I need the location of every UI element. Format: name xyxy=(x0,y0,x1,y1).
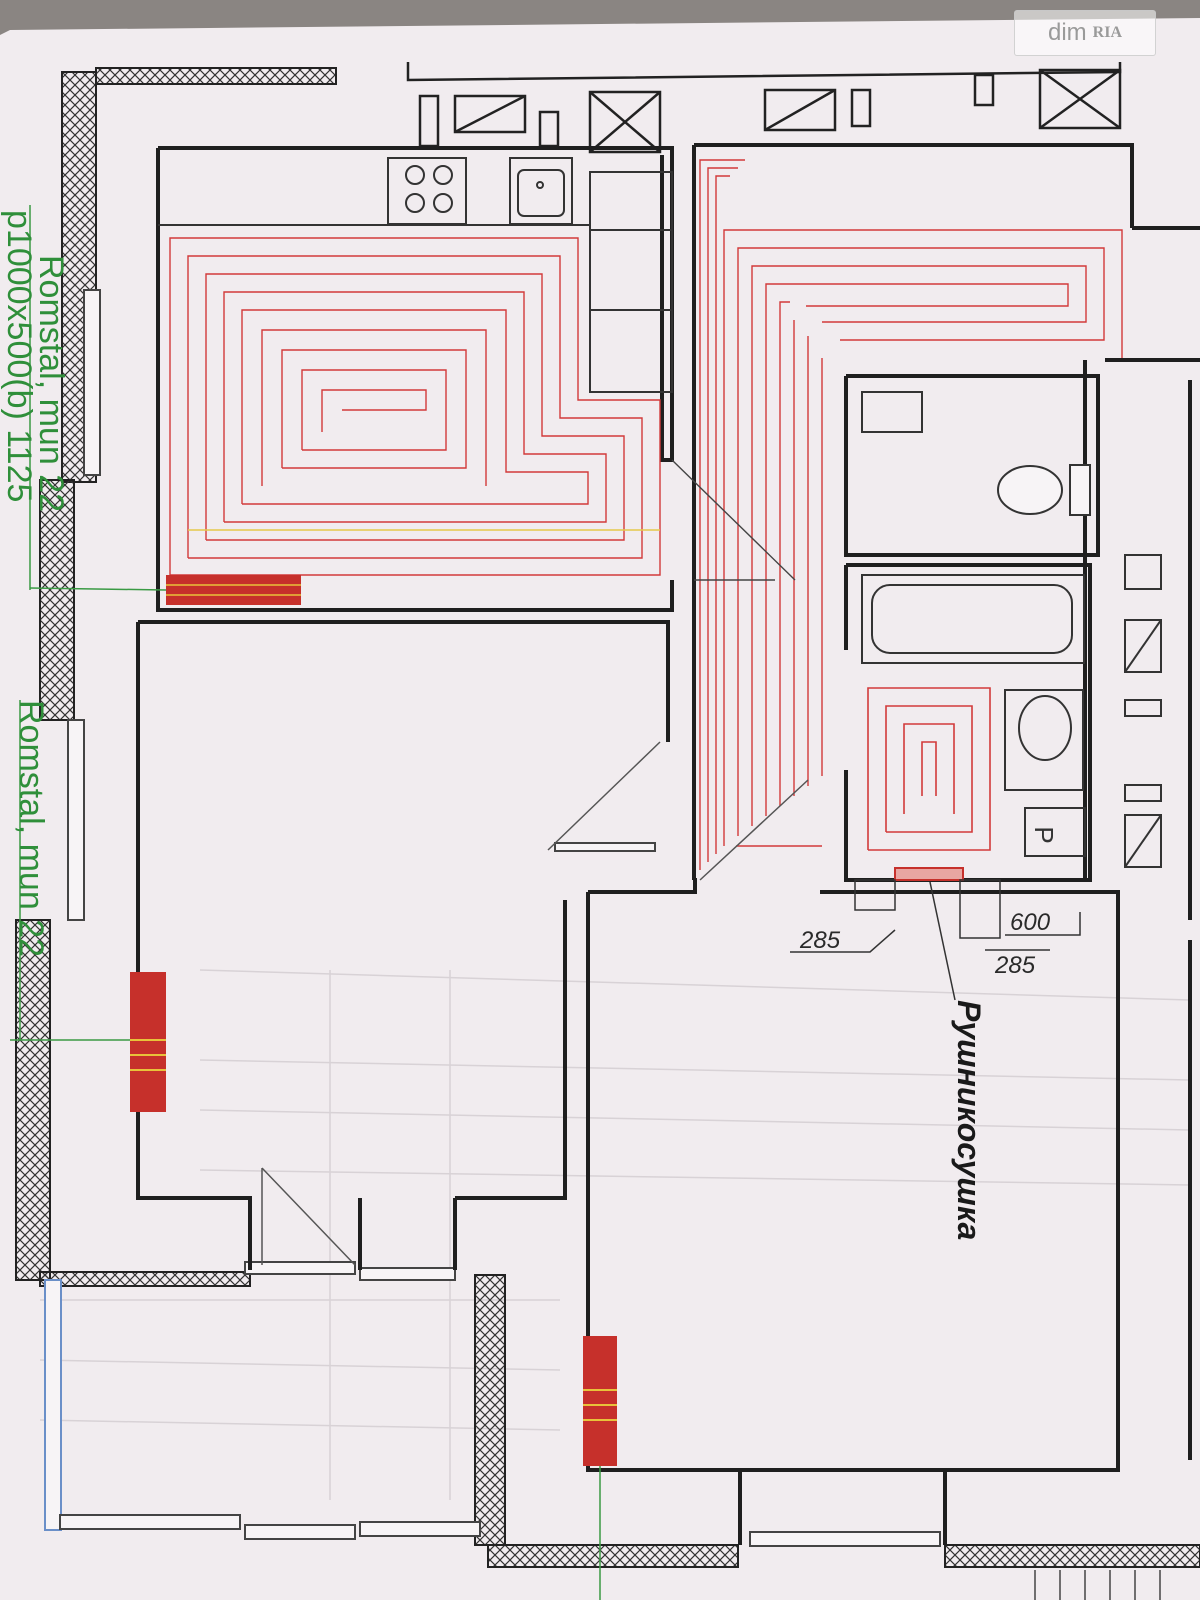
towel-warmer-leader xyxy=(929,881,956,1001)
radiator-label-upper: Romstal, mun 22 xyxy=(32,255,70,512)
faded-table xyxy=(39,969,1191,1500)
watermark-dim: dim xyxy=(1047,19,1087,46)
towel-warmer-label: Рушникосушка xyxy=(951,1000,987,1240)
bathtub-icon xyxy=(861,574,1085,664)
radiator-bedroom xyxy=(583,1336,617,1466)
dimria-watermark: dim RIA xyxy=(1014,10,1156,56)
top-utility-strip xyxy=(406,62,1122,154)
dimension-285-right: 285 xyxy=(994,952,1036,979)
washing-machine-icon xyxy=(1024,807,1086,857)
kitchen-floor-heating xyxy=(169,237,661,576)
radiator-size-label-upper: p1000x500(b) 1125 xyxy=(0,210,38,502)
radiator-living-room xyxy=(130,972,166,1112)
dimension-285-left: 285 xyxy=(799,927,841,954)
kitchen-sink-icon xyxy=(509,157,573,225)
service-cabinets xyxy=(1124,554,1162,868)
toilet-icon xyxy=(997,464,1091,516)
watermark-ria: RIA xyxy=(1092,24,1122,41)
wc-sink-icon xyxy=(861,391,923,433)
washbasin-icon xyxy=(1004,689,1084,791)
stove-icon xyxy=(387,157,467,225)
dimension-callouts xyxy=(790,879,1081,953)
bathroom-floor-heating xyxy=(867,687,991,851)
corridor-floor-heating xyxy=(671,159,1123,870)
radiator-leader-lines xyxy=(10,205,601,1600)
windows xyxy=(44,289,941,1547)
radiator-kitchen xyxy=(166,575,301,605)
radiator-label-lower: Romstal, mun 22 xyxy=(12,700,50,957)
doors xyxy=(261,741,809,1266)
towel-warmer-icon xyxy=(894,867,964,881)
dimension-600: 600 xyxy=(1010,909,1051,936)
bathroom-mark: P xyxy=(1029,826,1059,843)
bottom-right-grid xyxy=(1034,1570,1161,1600)
paper-sheet xyxy=(0,18,1200,1600)
